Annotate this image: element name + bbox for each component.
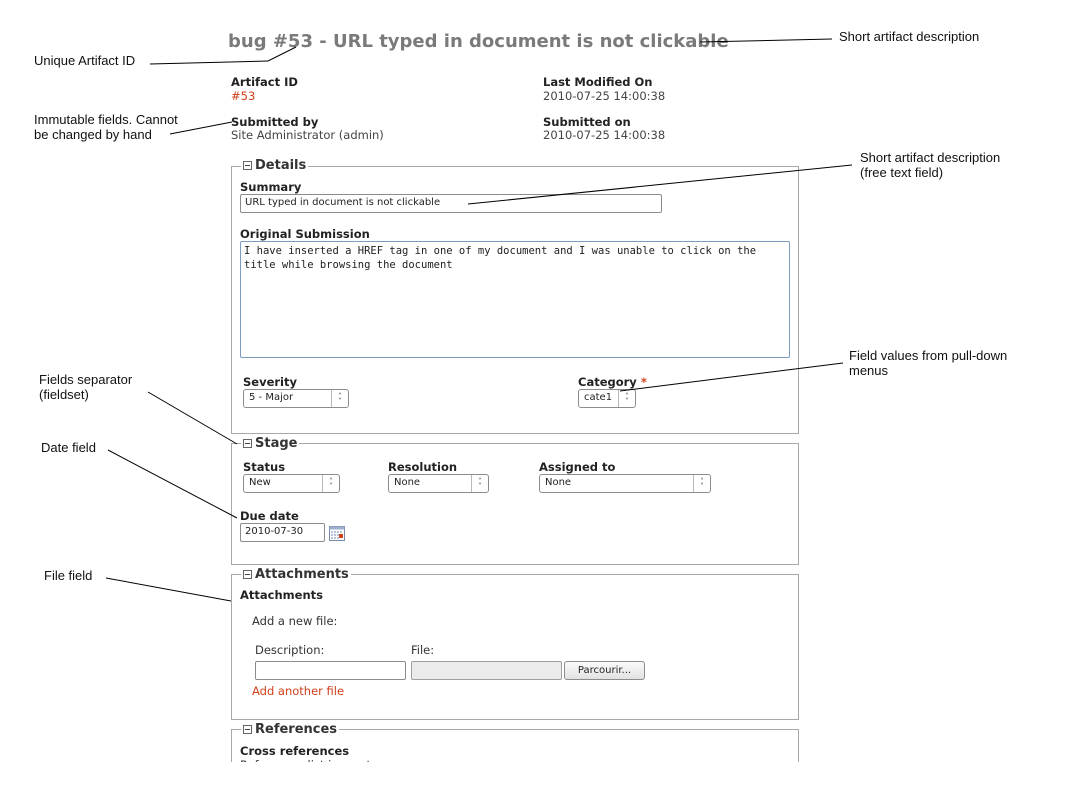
annotation-pulldown: Field values from pull-down menus: [849, 348, 1008, 378]
artifact-id-label: Artifact ID: [231, 75, 298, 89]
details-legend-label: Details: [255, 158, 307, 173]
original-submission-textarea[interactable]: I have inserted a HREF tag in one of my …: [240, 241, 790, 358]
browse-button[interactable]: Parcourir...: [564, 661, 645, 680]
submitted-by-value: Site Administrator (admin): [231, 128, 384, 142]
collapse-toggle-icon[interactable]: [243, 161, 252, 170]
annotation-immutable: Immutable fields. Cannot be changed by h…: [34, 112, 178, 142]
stage-fieldset: [231, 443, 799, 565]
stage-legend-label: Stage: [255, 436, 298, 451]
attachment-file-input[interactable]: [411, 661, 562, 680]
assigned-to-label: Assigned to: [539, 460, 616, 474]
attachments-legend[interactable]: Attachments: [241, 567, 351, 582]
required-marker: *: [640, 375, 647, 389]
attachment-description-input[interactable]: [255, 661, 406, 680]
leader-line-unique-id: [149, 60, 269, 65]
leader-line-short-desc-free: [467, 164, 853, 205]
summary-label: Summary: [240, 180, 302, 194]
submitted-by-label: Submitted by: [231, 115, 319, 129]
leader-line-file-field: [105, 577, 232, 602]
updown-chevron-icon: ˄˅: [618, 390, 635, 407]
category-label-text: Category: [578, 375, 637, 389]
status-select[interactable]: New ˄˅: [243, 474, 340, 493]
updown-chevron-icon: ˄˅: [331, 390, 348, 407]
bottom-crop-mask: [0, 762, 1080, 810]
severity-select-value: 5 - Major: [249, 392, 294, 403]
artifact-id-link[interactable]: #53: [231, 89, 256, 103]
severity-label: Severity: [243, 375, 297, 389]
description-label: Description:: [255, 643, 325, 657]
stage-legend[interactable]: Stage: [241, 436, 300, 451]
collapse-toggle-icon[interactable]: [243, 439, 252, 448]
annotation-date-field: Date field: [41, 440, 96, 455]
annotation-short-desc-free: Short artifact description (free text fi…: [860, 150, 1001, 180]
updown-chevron-icon: ˄˅: [471, 475, 488, 492]
leader-line-date-field: [107, 449, 238, 519]
annotation-unique-id: Unique Artifact ID: [34, 53, 136, 68]
add-another-file-link[interactable]: Add another file: [252, 684, 345, 698]
leader-line-short-desc-top: [699, 38, 833, 43]
calendar-icon[interactable]: [329, 526, 345, 541]
assigned-to-select[interactable]: None ˄˅: [539, 474, 711, 493]
resolution-label: Resolution: [388, 460, 458, 474]
due-date-label: Due date: [240, 509, 299, 523]
submitted-on-label: Submitted on: [543, 115, 631, 129]
artifact-title: bug #53 - URL typed in document is not c…: [228, 31, 729, 52]
original-submission-label: Original Submission: [240, 227, 370, 241]
annotation-short-desc-top: Short artifact description: [839, 29, 980, 44]
leader-line-unique-id-tip: [267, 46, 297, 62]
resolution-select-value: None: [394, 477, 421, 488]
details-fieldset: [231, 166, 799, 434]
updown-chevron-icon: ˄˅: [322, 475, 339, 492]
summary-input[interactable]: URL typed in document is not clickable: [240, 194, 662, 213]
annotation-separator: Fields separator (fieldset): [39, 372, 133, 402]
category-label: Category *: [578, 375, 647, 389]
submitted-on-value: 2010-07-25 14:00:38: [543, 128, 666, 142]
leader-line-pulldown: [619, 362, 844, 392]
leader-line-separator: [147, 391, 238, 445]
attachments-fieldset: [231, 574, 799, 720]
due-date-input[interactable]: 2010-07-30: [240, 523, 325, 542]
severity-select[interactable]: 5 - Major ˄˅: [243, 389, 349, 408]
file-label: File:: [411, 643, 435, 657]
leader-line-immutable: [169, 121, 233, 135]
annotation-file-field: File field: [44, 568, 93, 583]
last-modified-label: Last Modified On: [543, 75, 653, 89]
details-legend[interactable]: Details: [241, 158, 309, 173]
attachments-legend-label: Attachments: [255, 567, 349, 582]
assigned-to-select-value: None: [545, 477, 572, 488]
references-legend-label: References: [255, 722, 338, 737]
updown-chevron-icon: ˄˅: [693, 475, 710, 492]
status-label: Status: [243, 460, 286, 474]
category-select[interactable]: cate1 ˄˅: [578, 389, 636, 408]
add-new-file-label: Add a new file:: [252, 614, 338, 628]
resolution-select[interactable]: None ˄˅: [388, 474, 489, 493]
collapse-toggle-icon[interactable]: [243, 725, 252, 734]
references-legend[interactable]: References: [241, 722, 340, 737]
cross-references-label: Cross references: [240, 744, 350, 758]
status-select-value: New: [249, 477, 271, 488]
last-modified-value: 2010-07-25 14:00:38: [543, 89, 666, 103]
category-select-value: cate1: [584, 392, 613, 403]
attachments-heading: Attachments: [240, 588, 323, 602]
collapse-toggle-icon[interactable]: [243, 570, 252, 579]
